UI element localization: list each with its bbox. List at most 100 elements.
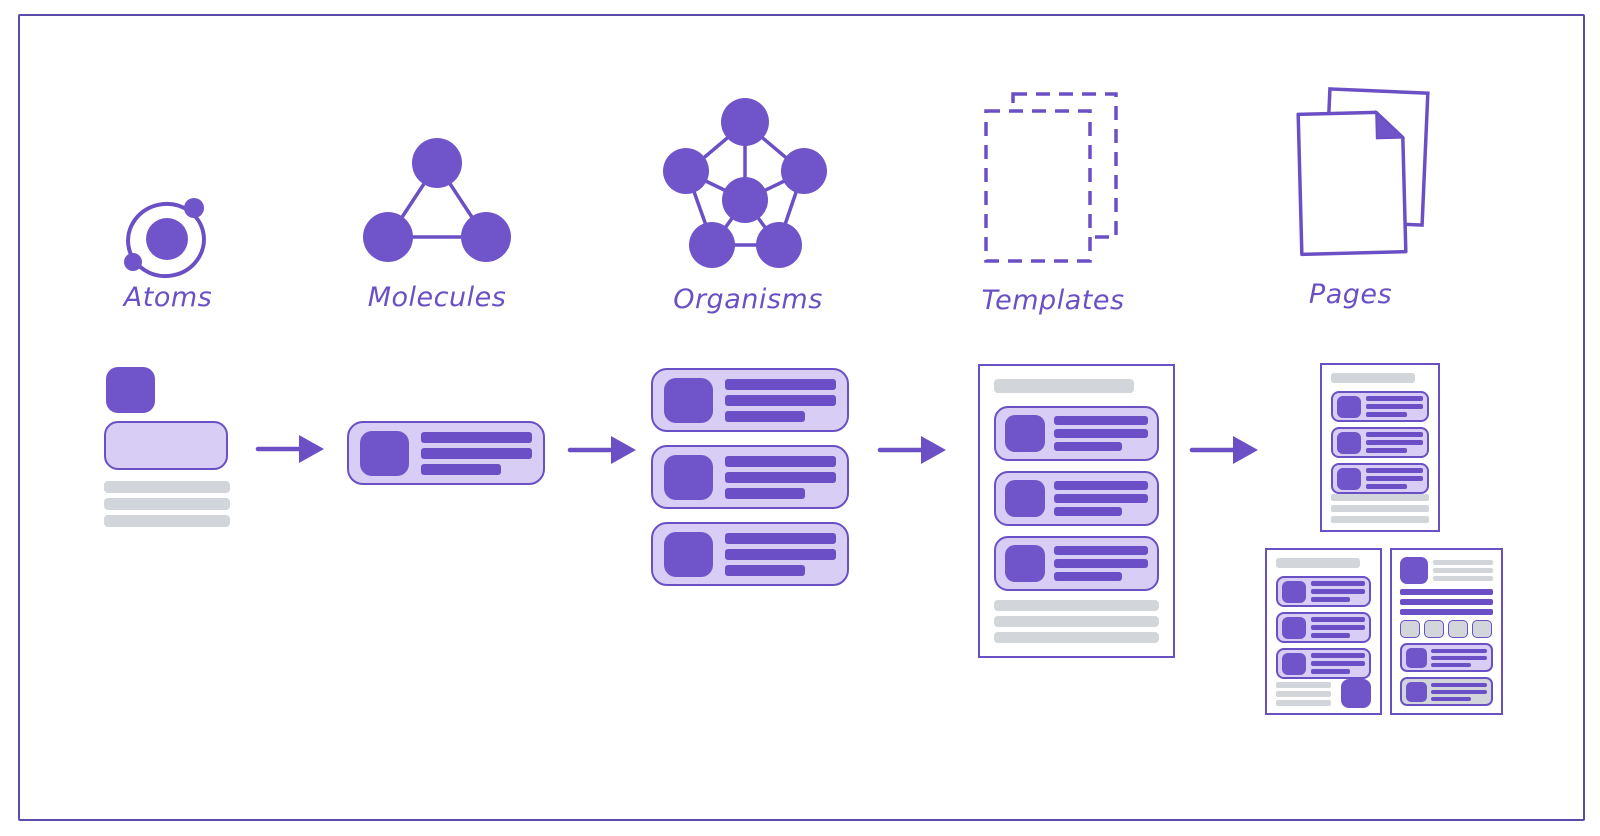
text-line	[1366, 404, 1423, 409]
card-thumbnail-square	[1406, 647, 1427, 668]
component-card	[1276, 612, 1371, 643]
component-card	[994, 536, 1159, 591]
text-line	[1366, 440, 1423, 445]
text-line-placeholder	[994, 632, 1159, 643]
component-card	[1331, 391, 1429, 422]
image-tile	[1424, 620, 1444, 638]
text-line	[1366, 412, 1408, 417]
card-thumbnail-square	[1337, 467, 1361, 490]
flow-arrow-icon	[1189, 436, 1258, 464]
flow-arrow-icon	[255, 435, 324, 463]
thumbnail-tile-row	[1400, 620, 1493, 638]
stage-label-pages: Pages	[1308, 279, 1393, 310]
card-text-lines	[1054, 481, 1148, 516]
component-card	[651, 368, 849, 432]
component-card	[1331, 427, 1429, 458]
text-line	[1400, 609, 1493, 615]
text-line	[1311, 633, 1350, 638]
pages-icon	[1296, 87, 1430, 257]
card-text-lines	[421, 431, 532, 475]
card-text-lines	[725, 532, 836, 576]
text-line-placeholder	[1276, 700, 1332, 706]
text-line-placeholder	[104, 515, 230, 527]
page-header-bar	[1331, 373, 1415, 383]
organism-card-stack	[651, 368, 849, 586]
component-card	[994, 471, 1159, 526]
card-text-lines	[1311, 581, 1365, 602]
card-thumbnail-square	[1005, 415, 1045, 452]
text-line	[725, 410, 805, 422]
text-line	[1400, 599, 1493, 605]
text-line-placeholder	[994, 616, 1159, 627]
text-line	[1366, 468, 1423, 473]
component-card	[1331, 463, 1429, 494]
text-line	[1054, 416, 1148, 425]
card-thumbnail-square	[664, 531, 713, 577]
card-text-lines	[1431, 648, 1487, 667]
component-card	[1400, 643, 1493, 672]
text-line-placeholder	[1276, 691, 1332, 697]
text-line	[725, 564, 805, 576]
text-line	[1431, 682, 1487, 687]
component-card	[1400, 677, 1493, 706]
text-line	[1311, 653, 1365, 658]
text-line-placeholder	[1433, 560, 1493, 565]
card-text-lines	[1366, 468, 1423, 489]
card-thumbnail-square	[1282, 616, 1306, 639]
text-line	[1431, 689, 1487, 694]
text-line	[1366, 396, 1423, 401]
molecule-card	[347, 421, 545, 485]
text-line	[1366, 448, 1408, 453]
text-line	[1054, 481, 1148, 490]
image-tile	[1448, 620, 1468, 638]
text-line-placeholder	[1331, 505, 1429, 512]
body-text-bars	[1400, 589, 1493, 615]
text-line	[1054, 429, 1148, 438]
organism-icon	[663, 98, 827, 268]
card-thumbnail-square	[1337, 431, 1361, 454]
text-line	[1054, 572, 1122, 581]
template-dashed-pages-icon	[984, 92, 1118, 263]
text-line	[1431, 696, 1472, 701]
flow-arrow-icon	[567, 436, 636, 464]
image-tile	[1400, 620, 1420, 638]
card-text-lines	[1054, 416, 1148, 451]
text-line	[1311, 625, 1365, 630]
text-line-placeholder	[1276, 682, 1332, 688]
flow-arrow-icon	[877, 436, 946, 464]
text-line-placeholder	[104, 498, 230, 510]
card-thumbnail-square	[664, 454, 713, 500]
text-line	[725, 532, 836, 544]
text-line	[1431, 662, 1472, 667]
card-text-lines	[1431, 682, 1487, 701]
text-line	[421, 431, 532, 443]
text-line	[1311, 617, 1365, 622]
atom-text-lines	[104, 481, 234, 527]
page-footer-lines	[994, 600, 1159, 643]
text-line	[1311, 661, 1365, 666]
text-line	[1366, 476, 1423, 481]
text-line-placeholder	[994, 600, 1159, 611]
text-line	[1431, 648, 1487, 653]
text-line	[1366, 484, 1408, 489]
card-text-lines	[725, 455, 836, 499]
atoms-example-group	[104, 367, 234, 527]
card-text-lines	[1366, 432, 1423, 453]
component-card	[994, 406, 1159, 461]
footer-text-lines	[1276, 682, 1335, 706]
page-header-bar	[994, 379, 1134, 393]
text-line	[1054, 442, 1122, 451]
text-line	[725, 487, 805, 499]
text-line	[725, 548, 836, 560]
card-text-lines	[1054, 546, 1148, 581]
text-line	[421, 463, 501, 475]
atom-input-box	[104, 421, 228, 470]
text-line-placeholder	[1331, 494, 1429, 501]
text-line	[1311, 581, 1365, 586]
text-line	[725, 471, 836, 483]
page-thumbnail	[1320, 363, 1440, 532]
text-line	[1311, 589, 1365, 594]
stage-label-molecules: Molecules	[367, 282, 507, 313]
molecule-icon	[363, 138, 511, 262]
